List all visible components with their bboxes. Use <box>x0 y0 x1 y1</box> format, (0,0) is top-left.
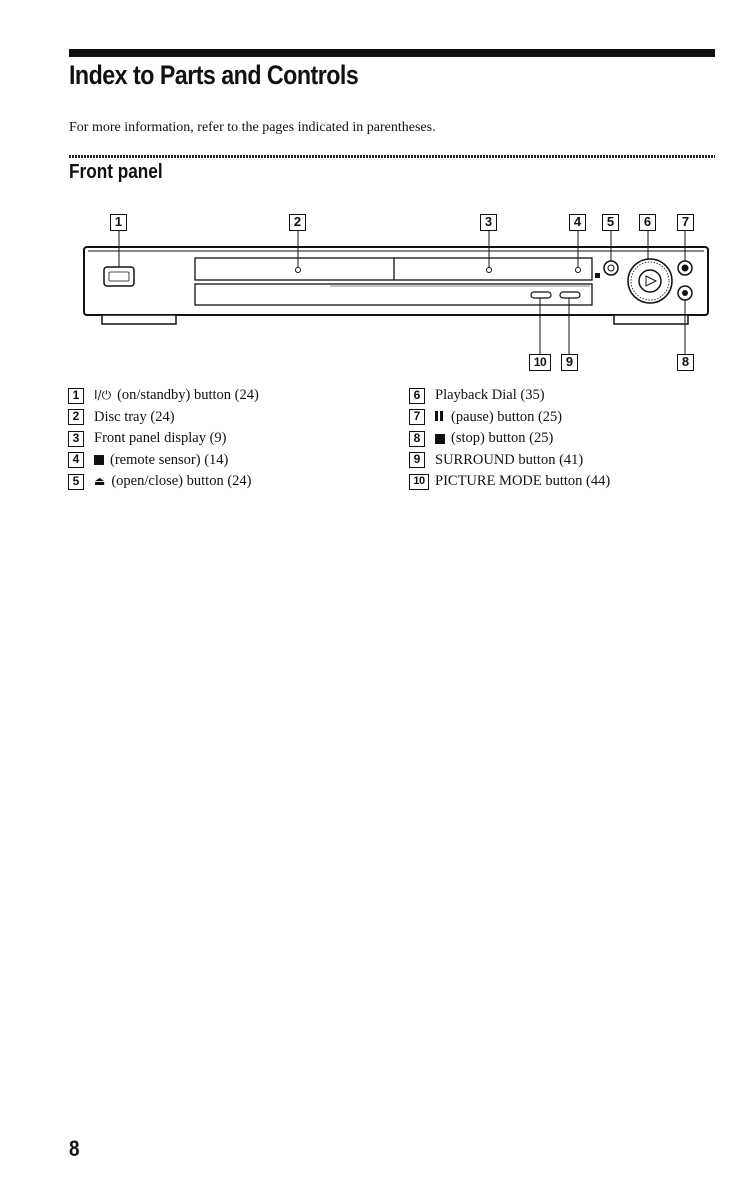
callout-8: 8 <box>677 354 694 371</box>
section-divider <box>69 155 715 158</box>
legend-item-5: 5 ⏏ (open/close) button (24) <box>68 471 259 493</box>
callout-5: 5 <box>602 214 619 231</box>
remote-sensor-icon <box>94 455 104 466</box>
legend-num: 5 <box>68 473 84 490</box>
callout-10: 10 <box>529 354 551 371</box>
legend-left: 1 I/⏻ (on/standby) button (24) 2 Disc tr… <box>68 385 259 493</box>
top-rule <box>69 49 715 57</box>
section-title: Front panel <box>69 161 163 183</box>
legend-num: 1 <box>68 387 84 404</box>
legend-text: (open/close) button (24) <box>111 473 252 489</box>
remote-sensor-shape <box>595 273 600 278</box>
legend-text: Front panel display (9) <box>94 430 227 446</box>
picture-mode-button-shape <box>530 291 552 299</box>
page-title: Index to Parts and Controls <box>69 60 359 90</box>
legend-right: 6 Playback Dial (35) 7 (pause) button (2… <box>409 385 610 493</box>
legend-num: 2 <box>68 409 84 426</box>
legend-text: Playback Dial (35) <box>435 387 545 403</box>
legend-item-7: 7 (pause) button (25) <box>409 407 610 429</box>
left-foot <box>101 314 177 325</box>
front-panel-illustration <box>83 230 709 354</box>
legend-item-3: 3 Front panel display (9) <box>68 428 259 450</box>
page-number: 8 <box>69 1136 80 1161</box>
eject-icon: ⏏ <box>94 474 106 488</box>
legend-item-8: 8 (stop) button (25) <box>409 428 610 450</box>
pause-icon <box>435 407 445 429</box>
legend-text: (stop) button (25) <box>451 430 554 446</box>
legend-item-2: 2 Disc tray (24) <box>68 407 259 429</box>
intro-text: For more information, refer to the pages… <box>69 120 436 135</box>
callout-9: 9 <box>561 354 578 371</box>
legend-item-10: 10 PICTURE MODE button (44) <box>409 471 610 493</box>
legend-text: PICTURE MODE button (44) <box>435 473 611 489</box>
legend-text: SURROUND button (41) <box>435 451 584 468</box>
legend-text: (pause) button (25) <box>451 408 563 425</box>
legend-text: (remote sensor) (14) <box>110 451 229 468</box>
legend-num: 4 <box>68 452 84 469</box>
callout-2: 2 <box>289 214 306 231</box>
right-foot <box>613 314 689 325</box>
legend-text: (on/standby) button (24) <box>117 387 259 403</box>
front-panel-diagram: 1 2 3 4 5 6 7 10 9 8 <box>0 200 748 380</box>
legend-item-9: 9 SURROUND button (41) <box>409 450 610 472</box>
callout-7: 7 <box>677 214 694 231</box>
legend-text: Disc tray (24) <box>94 408 175 425</box>
legend-num: 8 <box>409 430 425 447</box>
callout-4: 4 <box>569 214 586 231</box>
callout-1: 1 <box>110 214 127 231</box>
legend-item-1: 1 I/⏻ (on/standby) button (24) <box>68 385 259 407</box>
display-shape <box>194 283 593 306</box>
stop-icon <box>435 433 445 444</box>
legend-num: 3 <box>68 430 84 447</box>
legend-num: 6 <box>409 387 425 404</box>
power-standby-icon: I/⏻ <box>94 388 112 402</box>
surround-button-shape <box>559 291 581 299</box>
callout-3: 3 <box>480 214 497 231</box>
callout-6: 6 <box>639 214 656 231</box>
legend-item-4: 4 (remote sensor) (14) <box>68 450 259 472</box>
legend-num: 9 <box>409 452 425 469</box>
legend-num: 10 <box>409 473 429 490</box>
legend-item-6: 6 Playback Dial (35) <box>409 385 610 407</box>
legend-num: 7 <box>409 409 425 426</box>
